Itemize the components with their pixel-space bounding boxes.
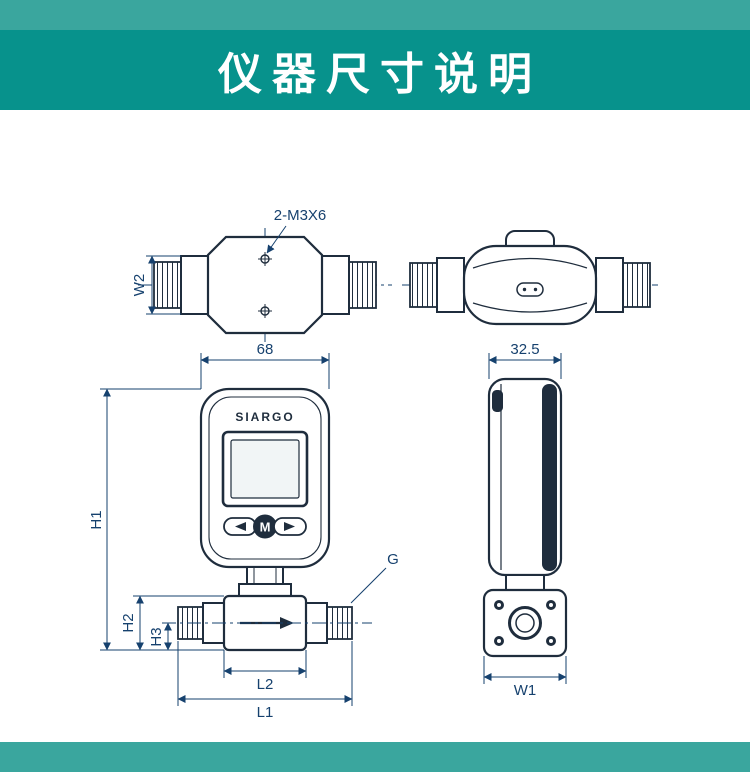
thread-fitting-left: [153, 261, 182, 309]
sensor-window: [516, 282, 544, 297]
lcd-screen: [230, 439, 300, 499]
dimension-drawing-svg: 2-M3X6 W2 SIARGO: [88, 207, 658, 721]
dim-w2: W2: [131, 255, 181, 315]
dim-label-l2: L2: [257, 676, 274, 693]
hex-nut-right: [321, 255, 350, 315]
drawing-panel: 2-M3X6 W2 SIARGO: [0, 110, 750, 742]
dim-l2: L2: [223, 650, 307, 693]
page-title: 仪器尺寸说明: [218, 50, 542, 99]
leader-line: [350, 567, 387, 604]
flange-screws: [494, 600, 556, 646]
thread-fitting-left: [409, 262, 438, 308]
dim-label-l1: L1: [257, 704, 274, 721]
dim-label-h3: H3: [148, 627, 165, 646]
hex-nut-left: [436, 257, 465, 313]
button-mode: M: [253, 514, 277, 539]
thread-fitting-right: [348, 261, 377, 309]
left-arrow-icon: [235, 522, 246, 531]
front-view-drawing: SIARGO M: [88, 341, 399, 721]
dim-h3: H3: [148, 622, 172, 651]
side-neck: [505, 574, 545, 591]
dim-label-h1: H1: [88, 510, 105, 529]
right-arrow-icon: [284, 522, 295, 531]
hex-nut-right: [595, 257, 624, 313]
flange-port: [508, 606, 542, 640]
rear-top-view-drawing: [402, 230, 658, 326]
hex-nut-left: [180, 255, 209, 315]
dim-l1: L1: [177, 641, 353, 721]
dim-label-h2: H2: [120, 613, 137, 632]
dim-h1: H1: [88, 388, 224, 651]
dim-h2: H2: [120, 595, 224, 651]
callout-screw-spec: 2-M3X6: [266, 207, 327, 254]
dim-label-w1: W1: [514, 682, 537, 699]
neck-flange: [238, 583, 292, 597]
side-back-cover: [542, 384, 557, 571]
dim-label-32-5: 32.5: [510, 341, 539, 358]
dim-label-g: G: [387, 551, 399, 568]
dim-label-screw-spec: 2-M3X6: [274, 207, 327, 224]
dim-label-w2: W2: [131, 274, 148, 297]
side-top-detail: [492, 390, 503, 412]
leader-line: [266, 225, 287, 254]
button-left-arrow: [223, 517, 257, 536]
button-right-arrow: [273, 517, 307, 536]
header-band: 仪器尺寸说明: [0, 30, 750, 110]
dim-side-width: 32.5: [488, 341, 562, 379]
display-head-inner-line: [208, 396, 322, 560]
callout-thread-g: G: [350, 551, 399, 604]
body-curve-bottom: [472, 302, 588, 313]
side-view-drawing: 32.5 W1: [482, 341, 568, 699]
brand-logo: SIARGO: [235, 410, 294, 424]
mode-button-label: M: [260, 520, 271, 535]
neck: [246, 566, 284, 585]
meter-body-outline: [206, 235, 324, 335]
screw-hole-bottom: [258, 304, 272, 318]
screw-hole-top: [258, 252, 272, 266]
dim-w1: W1: [483, 656, 567, 699]
body-curve-top: [472, 257, 588, 269]
dim-label-68: 68: [257, 341, 274, 358]
thread-fitting-right: [622, 262, 651, 308]
top-view-drawing: 2-M3X6 W2: [131, 207, 392, 342]
dim-top-width: 68: [200, 341, 330, 389]
